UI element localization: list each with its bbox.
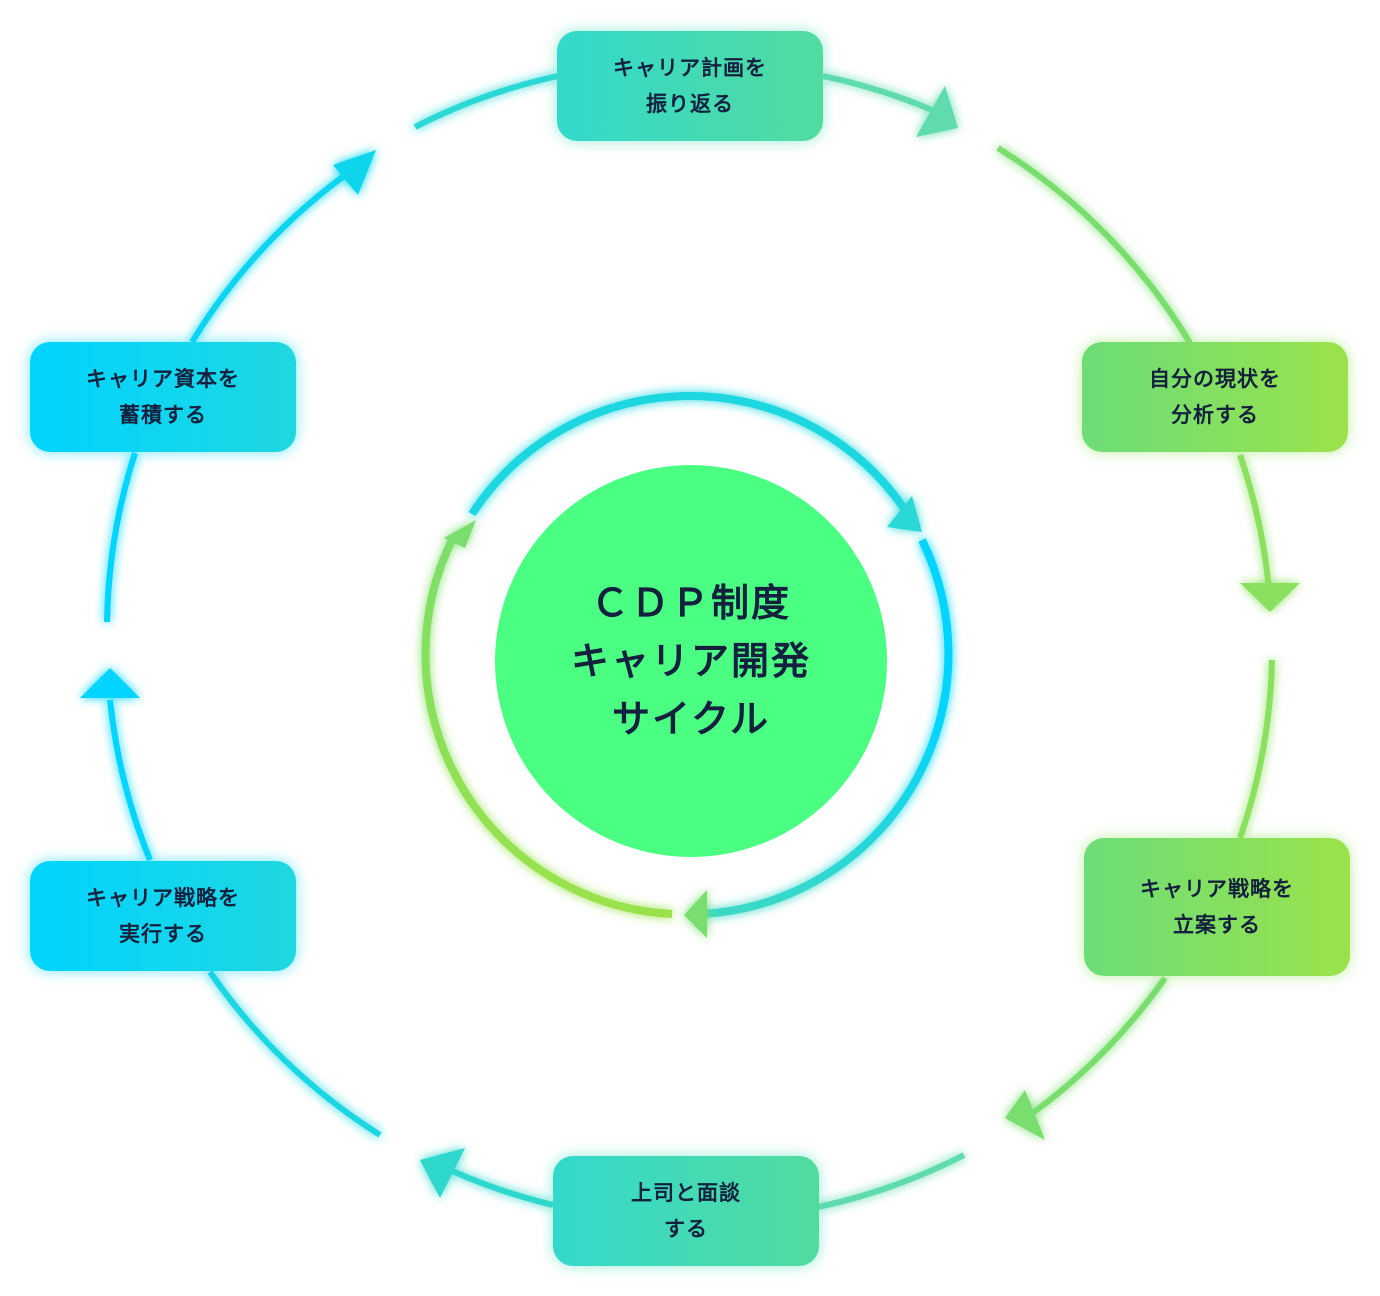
step-label-line-2: 実行する xyxy=(119,922,207,946)
inner-arc-green xyxy=(421,538,673,918)
step-review-plan: キャリア計画を 振り返る xyxy=(557,31,823,141)
step-label-line-2: 立案する xyxy=(1173,913,1261,937)
inner-arc-cyan xyxy=(468,391,909,517)
arc-right-lower xyxy=(1237,659,1275,839)
arc-left-mid-upper xyxy=(104,452,138,623)
step-meeting-boss: 上司と面談 する xyxy=(553,1156,819,1266)
outer-cycle xyxy=(104,73,1275,1210)
arrow-head-bottom-right xyxy=(1005,1090,1045,1140)
outer-arrowheads xyxy=(80,86,1300,1198)
step-label-line-2: 蓄積する xyxy=(119,403,207,427)
inner-arrow-top-right xyxy=(887,496,922,532)
arc-top-left xyxy=(413,73,559,130)
arc-bottom-right xyxy=(1028,976,1168,1118)
step-label-line-1: キャリア計画を xyxy=(613,56,767,80)
arc-right-upper xyxy=(996,145,1193,345)
step-accumulate-capital: キャリア資本を 蓄積する xyxy=(30,342,296,452)
inner-arrowheads xyxy=(444,496,922,938)
center-title-line-2: キャリア開発 xyxy=(570,639,811,683)
inner-arrow-left xyxy=(444,520,476,548)
inner-arc-right xyxy=(697,538,953,918)
arrow-head-right xyxy=(1240,583,1300,612)
arc-top-right xyxy=(822,73,934,113)
arrow-head-bottom-left xyxy=(420,1148,465,1198)
center-title-circle: ＣＤＰ制度 キャリア開発 サイクル xyxy=(495,465,887,857)
step-label-line-1: 自分の現状を xyxy=(1149,367,1281,391)
arrow-head-left xyxy=(80,668,140,698)
inner-arrow-bottom xyxy=(684,890,707,938)
arc-bottom-left xyxy=(448,1167,554,1208)
inner-cycle xyxy=(421,391,953,918)
arc-left-mid-lower xyxy=(107,699,153,862)
arrow-head-top-left xyxy=(333,150,376,195)
step-label-line-1: 上司と面談 xyxy=(631,1181,741,1205)
arc-left-upper xyxy=(189,165,357,344)
step-execute-strategy: キャリア戦略を 実行する xyxy=(30,861,296,971)
arrow-head-top-right xyxy=(916,86,958,137)
step-plan-strategy: キャリア戦略を 立案する xyxy=(1084,838,1350,976)
step-label-line-1: キャリア戦略を xyxy=(1140,877,1294,901)
step-label-line-2: する xyxy=(664,1217,708,1241)
arc-left-lower xyxy=(207,970,382,1138)
arc-bottom-mid xyxy=(817,1152,966,1210)
step-label-line-2: 分析する xyxy=(1171,403,1259,427)
arc-right-mid xyxy=(1237,454,1272,591)
step-analyze-status: 自分の現状を 分析する xyxy=(1082,342,1348,452)
center-title-line-3: サイクル xyxy=(611,697,771,741)
step-label-line-2: 振り返る xyxy=(646,92,734,116)
center-title-line-1: ＣＤＰ制度 xyxy=(590,581,791,625)
step-label-line-1: キャリア資本を xyxy=(86,367,240,391)
step-label-line-1: キャリア戦略を xyxy=(86,886,240,910)
